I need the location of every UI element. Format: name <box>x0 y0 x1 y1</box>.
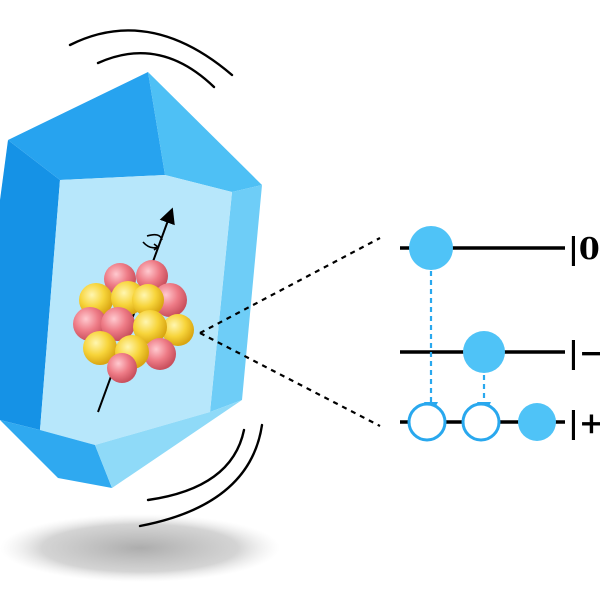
state-dot-bottom <box>518 403 556 441</box>
hollow-dot-2 <box>461 402 501 442</box>
nucleus <box>73 260 194 383</box>
level-label-middle: |−1 <box>568 336 600 371</box>
vibration-arc-bottom <box>138 423 264 528</box>
hollow-dot-1 <box>407 402 447 442</box>
level-label-bottom: |+1 <box>568 406 600 441</box>
state-dot-top <box>409 226 453 270</box>
level-label-top: |0 <box>568 232 600 267</box>
state-dot-middle <box>463 331 505 373</box>
crystal-face-top-right <box>148 72 262 192</box>
energy-level-diagram: |0 |−1 |+1 <box>400 226 600 442</box>
crystal-face-right <box>210 185 262 412</box>
zoom-lines <box>199 237 381 427</box>
crystal-shadow <box>0 514 280 582</box>
rotation-icon <box>142 233 163 251</box>
crystal-face-bottom-left <box>0 420 112 488</box>
crystal-face-left <box>0 140 60 430</box>
crystal-face-top-left <box>8 72 165 180</box>
crystal-face-bottom <box>95 400 242 488</box>
vibration-arc-top <box>68 29 234 89</box>
crystal <box>0 72 262 488</box>
